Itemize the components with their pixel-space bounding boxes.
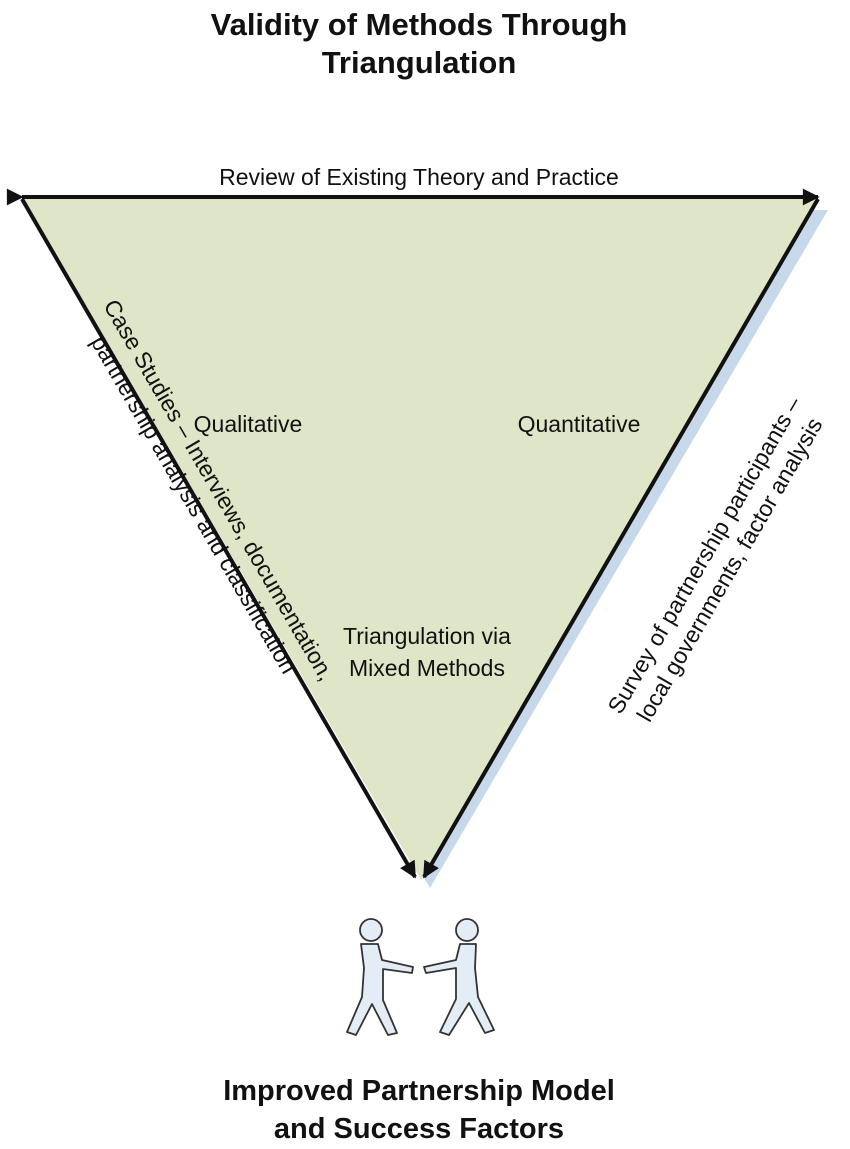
handshake-people-icon: [346, 918, 495, 1036]
title-line-1: Validity of Methods Through: [210, 7, 628, 42]
diagram-title: Validity of Methods Through Triangulatio…: [0, 6, 838, 82]
footer-line-1: Improved Partnership Model: [223, 1075, 615, 1107]
center-label-line-2: Mixed Methods: [349, 655, 505, 681]
qualitative-label: Qualitative: [194, 411, 303, 437]
right-arrow: [422, 197, 820, 879]
footer-line-2: and Success Factors: [273, 1113, 565, 1145]
center-label-line-1: Triangulation via: [343, 623, 511, 649]
left-arrow: [20, 197, 417, 879]
triangle-fill: [22, 197, 818, 880]
quantitative-label: Quantitative: [518, 411, 641, 437]
title-line-2: Triangulation: [321, 45, 517, 80]
diagram-footer: Improved Partnership Model and Success F…: [0, 1072, 838, 1148]
top-edge-label: Review of Existing Theory and Practice: [219, 164, 619, 190]
